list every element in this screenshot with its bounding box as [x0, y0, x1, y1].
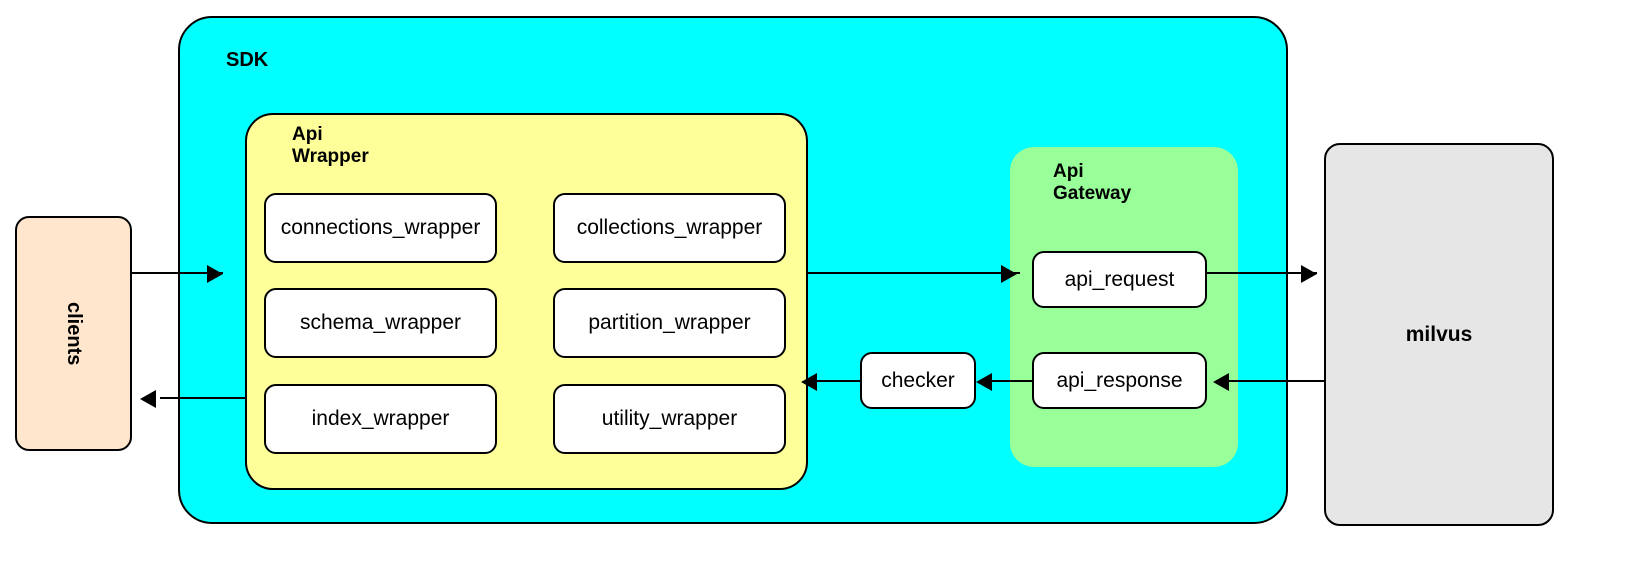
edge-checker-to-api-wrapper	[813, 380, 860, 382]
module-collections-wrapper[interactable]: collections_wrapper	[553, 193, 786, 263]
clients-node[interactable]: clients	[15, 216, 132, 451]
arrowhead-right-icon	[207, 265, 223, 283]
module-label: utility_wrapper	[601, 407, 738, 430]
edge-api-request-to-milvus	[1207, 272, 1317, 274]
module-label: index_wrapper	[311, 407, 450, 430]
api-request-node[interactable]: api_request	[1032, 251, 1207, 308]
module-label: collections_wrapper	[576, 216, 763, 239]
module-label: partition_wrapper	[588, 311, 751, 334]
arrowhead-left-icon	[801, 373, 817, 391]
clients-label: clients	[63, 301, 85, 366]
edge-sdk-to-clients	[160, 397, 245, 399]
arrowhead-left-icon	[1213, 373, 1229, 391]
milvus-label: milvus	[1405, 322, 1473, 346]
sdk-label: SDK	[226, 49, 269, 71]
arrowhead-right-icon	[1001, 265, 1017, 283]
api-gateway-label: Api Gateway	[1053, 161, 1132, 205]
edge-api-wrapper-to-api-gateway	[808, 272, 1020, 274]
edge-api-response-to-checker	[988, 380, 1032, 382]
arrowhead-left-icon	[140, 390, 156, 408]
milvus-node[interactable]: milvus	[1324, 143, 1554, 526]
checker-node[interactable]: checker	[860, 352, 976, 409]
module-utility-wrapper[interactable]: utility_wrapper	[553, 384, 786, 454]
module-schema-wrapper[interactable]: schema_wrapper	[264, 288, 497, 358]
edge-clients-to-sdk	[132, 272, 223, 274]
module-connections-wrapper[interactable]: connections_wrapper	[264, 193, 497, 263]
api-response-node[interactable]: api_response	[1032, 352, 1207, 409]
arrowhead-right-icon	[1301, 265, 1317, 283]
module-label: schema_wrapper	[299, 311, 462, 334]
api-wrapper-label: Api Wrapper	[292, 124, 369, 168]
module-label: connections_wrapper	[280, 216, 481, 239]
checker-label: checker	[881, 368, 955, 392]
api-response-label: api_response	[1056, 368, 1183, 392]
api-request-label: api_request	[1064, 267, 1175, 291]
edge-milvus-to-api-response	[1218, 380, 1324, 382]
arrowhead-left-icon	[976, 373, 992, 391]
module-index-wrapper[interactable]: index_wrapper	[264, 384, 497, 454]
module-partition-wrapper[interactable]: partition_wrapper	[553, 288, 786, 358]
